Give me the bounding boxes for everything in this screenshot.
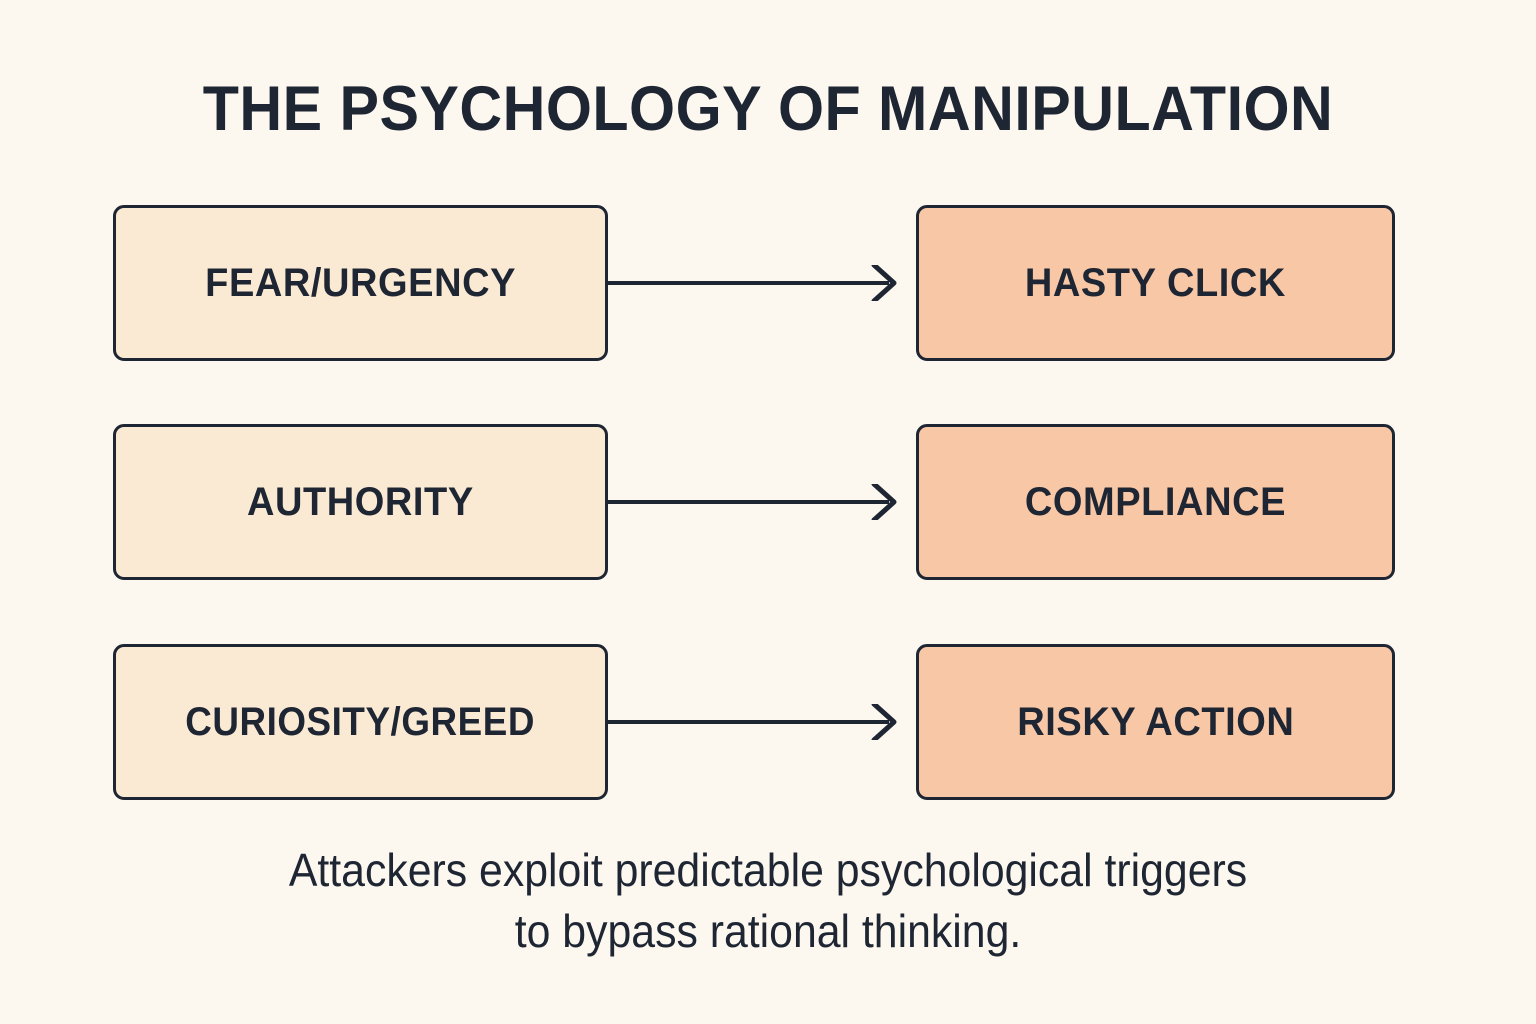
trigger-label: AUTHORITY [247, 480, 474, 524]
outcome-label: COMPLIANCE [1024, 480, 1287, 524]
trigger-node-3: CURIOSITY/GREED [113, 644, 608, 800]
flow-arrow-3 [606, 704, 898, 740]
outcome-label: RISKY ACTION [1016, 700, 1295, 744]
flow-row: FEAR/URGENCY HASTY CLICK [0, 205, 1536, 361]
caption-line-1: Attackers exploit predictable psychologi… [288, 844, 1248, 896]
trigger-label: CURIOSITY/GREED [185, 700, 536, 744]
flow-arrow-1 [606, 265, 898, 301]
caption-line-2: to bypass rational thinking. [514, 904, 1022, 957]
flow-arrow-2 [606, 484, 898, 520]
flow-row: AUTHORITY COMPLIANCE [0, 424, 1536, 580]
flow-row: CURIOSITY/GREED RISKY ACTION [0, 644, 1536, 800]
outcome-node-3: RISKY ACTION [916, 644, 1395, 800]
outcome-label: HASTY CLICK [1024, 261, 1287, 305]
caption: Attackers exploit predictable psychologi… [0, 840, 1536, 961]
trigger-node-1: FEAR/URGENCY [113, 205, 608, 361]
page-title: THE PSYCHOLOGY OF MANIPULATION [202, 74, 1334, 144]
outcome-node-2: COMPLIANCE [916, 424, 1395, 580]
trigger-label: FEAR/URGENCY [205, 261, 516, 305]
trigger-node-2: AUTHORITY [113, 424, 608, 580]
outcome-node-1: HASTY CLICK [916, 205, 1395, 361]
